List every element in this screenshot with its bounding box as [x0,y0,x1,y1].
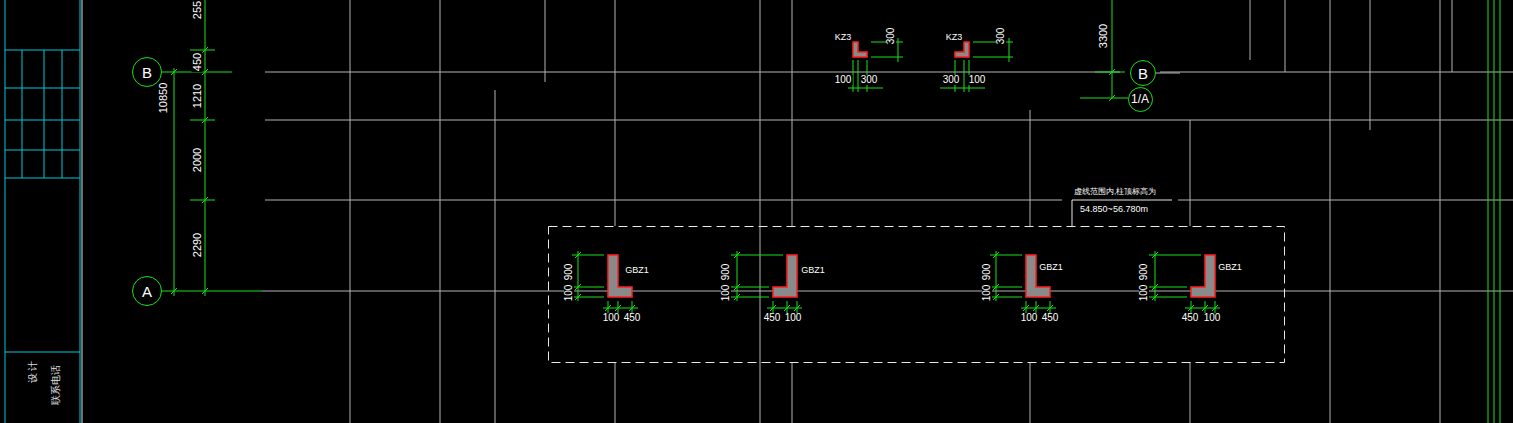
annotation-text: 300 [860,75,879,85]
dimension-text: 10850 [158,82,169,115]
annotation-text: 100 [1020,313,1039,323]
annotation-text: 100 [784,313,803,323]
axis-label: B [1138,66,1148,81]
axis-bubble: A [132,276,162,306]
annotation-text: GBZ1 [624,266,650,275]
dimension-text: 100 [982,284,992,303]
annotation-text: KZ3 [945,33,964,42]
dimension-text: 1210 [192,83,203,109]
dimension-text: 3300 [1098,23,1109,49]
annotation-text: 450 [623,313,642,323]
dimension-text: 900 [982,263,992,282]
axis-label: 1/A [1131,93,1149,105]
dimension-text: 300 [886,27,896,46]
annotation-text: 100 [1203,313,1222,323]
dimension-text: 900 [1139,263,1149,282]
annotation-text: 450 [1041,313,1060,323]
dimension-text: 900 [564,263,574,282]
dimension-text: 100 [564,284,574,303]
dimension-text: 100 [721,284,731,303]
dimension-text: 联系电话 [51,364,61,406]
annotation-text: 300 [942,75,961,85]
axis-bubble: B [132,57,162,87]
dimension-text: 100 [1139,284,1149,303]
annotation-text: 100 [968,75,987,85]
annotation-text: 100 [834,75,853,85]
dimension-text: 300 [996,27,1006,46]
axis-label: A [142,284,152,299]
annotation-text: GBZ1 [800,266,826,275]
annotation-text: 100 [602,313,621,323]
axis-bubble: 1/A [1128,87,1153,112]
annotation-text: 450 [763,313,782,323]
dimension-text: 2290 [192,232,203,258]
axis-label: B [142,65,152,80]
annotation-text: 虚线范围内,柱顶标高为 [1073,188,1157,196]
axis-bubble: B [1130,60,1156,86]
dimension-text: 900 [721,263,731,282]
dimension-text: 255 [192,0,203,20]
annotation-text: GBZ1 [1038,263,1064,272]
annotation-text: KZ3 [834,33,853,42]
annotation-text: 54.850~56.780m [1079,205,1149,214]
dimension-text: 450 [192,52,203,72]
dimension-text: 设 计 [28,360,38,385]
dimension-text: 2000 [192,147,203,173]
annotation-text: 450 [1181,313,1200,323]
annotation-text: GBZ1 [1217,263,1243,272]
